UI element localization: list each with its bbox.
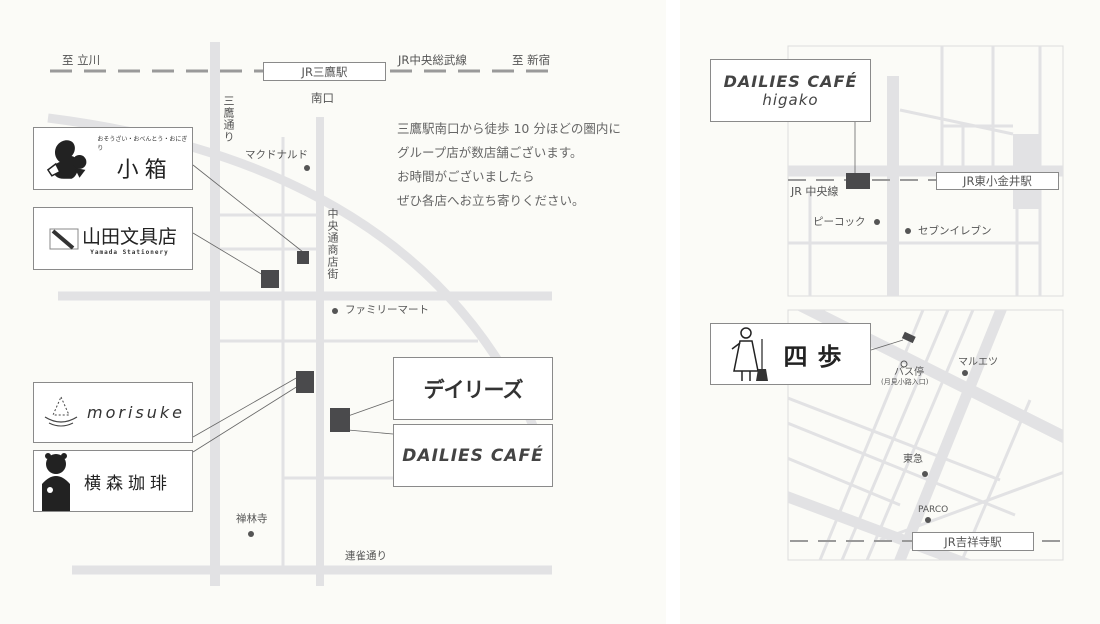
description-line: 三鷹駅南口から徒歩 10 分ほどの圏内に <box>397 121 621 136</box>
shop-shiho[interactable]: 四歩 <box>710 323 871 385</box>
bear-icon <box>42 453 70 511</box>
pen-icon <box>49 228 79 250</box>
yamada-name: 山田文具店 <box>81 225 177 248</box>
south-exit-label: 南口 <box>311 91 334 105</box>
squirrel-icon <box>46 139 87 179</box>
shop-morisuke[interactable]: morisuke <box>33 382 193 443</box>
marker-shiho <box>901 331 916 344</box>
landmark-bus-stop: バス停 <box>894 367 924 378</box>
access-description: 三鷹駅南口から徒歩 10 分ほどの圏内に グループ店が数店舗ございます。 お時間… <box>397 117 621 213</box>
shop-markers <box>261 251 350 432</box>
description-line: お時間がございましたら <box>397 169 535 184</box>
shaved-ice-icon <box>44 395 78 426</box>
marker-yamada <box>261 270 279 288</box>
description-line: ぜひ各店へお立ち寄りください。 <box>397 193 585 208</box>
landmark-peacock: ピーコック <box>813 216 866 228</box>
description-line: グループ店が数店舗ございます。 <box>397 145 583 160</box>
shop-dailies-cafe-higako[interactable]: DAILIES CAFÉ higako <box>710 59 871 122</box>
landmark-familymart: ファミリーマート <box>345 304 429 316</box>
dailies-cafe-name: DAILIES CAFÉ <box>402 445 544 466</box>
marker-dailies <box>330 408 350 432</box>
shop-dailies-cafe[interactable]: DAILIES CAFÉ <box>393 424 553 487</box>
station-mitaka: JR三鷹駅 <box>263 62 386 81</box>
street-chuo-dori: 中央通商店街 <box>326 208 339 280</box>
landmark-mcdonalds: マクドナルド <box>245 149 308 161</box>
line-jr-chuo: JR 中央線 <box>791 185 839 198</box>
landmark-tokyu: 東急 <box>903 454 923 465</box>
shop-yokomori-coffee[interactable]: 横森珈琲 <box>33 450 193 512</box>
shop-yamada-stationery[interactable]: 山田文具店 Yamada Stationery <box>33 207 193 270</box>
yokomori-name: 横森珈琲 <box>84 473 172 494</box>
dailies-name: デイリーズ <box>423 377 524 402</box>
kobako-name: 小箱 <box>116 157 173 183</box>
marker-kobako <box>297 251 309 264</box>
landmark-seven-eleven: セブンイレブン <box>918 225 992 237</box>
woman-with-broom-icon <box>731 327 768 381</box>
direction-tachikawa: 至 立川 <box>62 53 101 67</box>
kobako-tagline: おそうざい・おべんとう・おにぎり <box>97 135 188 152</box>
landmark-parco: PARCO <box>918 505 949 515</box>
line-chuo-sobu: JR中央総武線 <box>398 53 467 67</box>
leader-lines <box>192 164 394 453</box>
higako-shop-sub: higako <box>762 91 819 109</box>
direction-shinjuku: 至 新宿 <box>512 53 551 67</box>
landmark-bus-stop-sub: (月見小路入口) <box>881 378 929 386</box>
left-landmark-dots <box>248 165 338 537</box>
higako-shop-name: DAILIES CAFÉ <box>723 72 858 91</box>
higako-frame <box>787 45 1064 297</box>
shop-kobako[interactable]: おそうざい・おべんとう・おにぎり 小箱 <box>33 127 193 190</box>
street-renjaku-dori: 連雀通り <box>345 550 387 562</box>
marker-higako <box>846 173 870 189</box>
yamada-sub: Yamada Stationery <box>90 248 169 256</box>
station-higashi-koganei: JR東小金井駅 <box>936 172 1059 190</box>
morisuke-name: morisuke <box>87 403 185 422</box>
station-kichijoji: JR吉祥寺駅 <box>912 532 1034 551</box>
street-mitaka-dori: 三鷹通り <box>222 95 235 143</box>
panel-separator <box>666 0 680 624</box>
landmark-zenrinji: 禅林寺 <box>236 513 268 525</box>
marker-morisuke-yokomori <box>296 371 314 393</box>
shiho-name: 四歩 <box>783 341 852 371</box>
shop-dailies[interactable]: デイリーズ <box>393 357 553 420</box>
landmark-maruetsu: マルエツ <box>958 357 998 368</box>
